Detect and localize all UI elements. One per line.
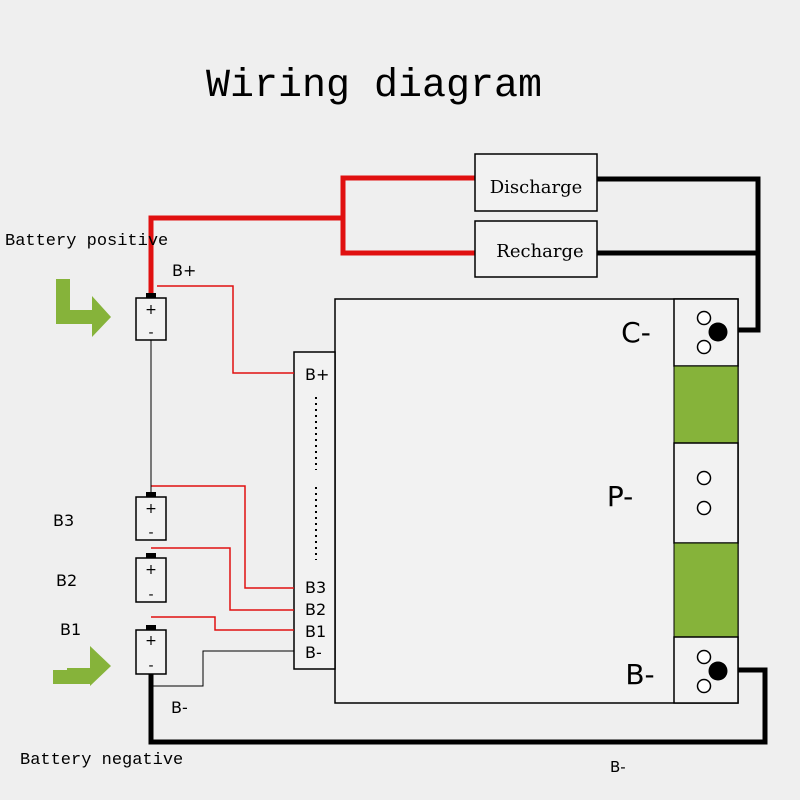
bms-board bbox=[334, 298, 739, 704]
b1-label: B1 bbox=[60, 620, 81, 639]
port-c-block bbox=[673, 298, 739, 367]
discharge-label: Discharge bbox=[490, 177, 583, 198]
cell-b2: + - bbox=[135, 553, 167, 603]
battery-negative-label: Battery negative bbox=[20, 751, 183, 770]
arrow-positive-icon bbox=[56, 279, 111, 337]
c-minus-terminal bbox=[708, 322, 728, 342]
b2-label: B2 bbox=[56, 571, 77, 590]
b-minus-lead-label: B- bbox=[171, 698, 188, 717]
cell-b1: + - bbox=[135, 625, 167, 675]
cell-b3-plus: + bbox=[145, 501, 157, 517]
discharge-box: Discharge bbox=[474, 153, 598, 212]
port-b-label: B- bbox=[625, 658, 654, 691]
port-p-label: P- bbox=[607, 480, 633, 513]
battery-positive-label: Battery positive bbox=[5, 232, 168, 251]
green-block-upper bbox=[673, 365, 739, 444]
diagram-title: Wiring diagram bbox=[206, 64, 542, 109]
cell-b3: + - bbox=[135, 492, 167, 541]
arrow-negative-icon bbox=[53, 646, 111, 699]
balance-wire-black bbox=[151, 650, 294, 687]
green-block-lower bbox=[673, 542, 739, 638]
cell-b3-minus: - bbox=[148, 525, 153, 541]
balance-wires-red bbox=[151, 285, 294, 631]
positive-main-wire bbox=[148, 175, 475, 295]
cell-b1-plus: + bbox=[145, 633, 157, 649]
pin-b-plus: B+ bbox=[305, 365, 329, 384]
pin-b-minus: B- bbox=[305, 643, 322, 662]
pin-b3: B3 bbox=[305, 578, 326, 597]
recharge-box: Recharge bbox=[474, 220, 598, 278]
port-b-block bbox=[673, 636, 739, 704]
balance-connector: B+ B3 B2 B1 B- bbox=[293, 351, 336, 670]
recharge-label: Recharge bbox=[496, 241, 583, 262]
b-plus-lead-label: B+ bbox=[172, 261, 196, 280]
b3-label: B3 bbox=[53, 511, 74, 530]
pin-b2: B2 bbox=[305, 600, 326, 619]
b-minus-bottom-label: B- bbox=[610, 758, 626, 776]
port-c-label: C- bbox=[621, 316, 651, 349]
cell-b1-minus: - bbox=[148, 658, 153, 674]
pin-b1: B1 bbox=[305, 622, 326, 641]
cell-b2-minus: - bbox=[148, 587, 153, 603]
cell-top-plus: + bbox=[145, 302, 157, 318]
cell-b2-plus: + bbox=[145, 562, 157, 578]
b-minus-terminal bbox=[708, 661, 728, 681]
cell-top: + - bbox=[135, 293, 167, 341]
port-p-block bbox=[673, 442, 739, 544]
cell-top-minus: - bbox=[148, 325, 153, 341]
